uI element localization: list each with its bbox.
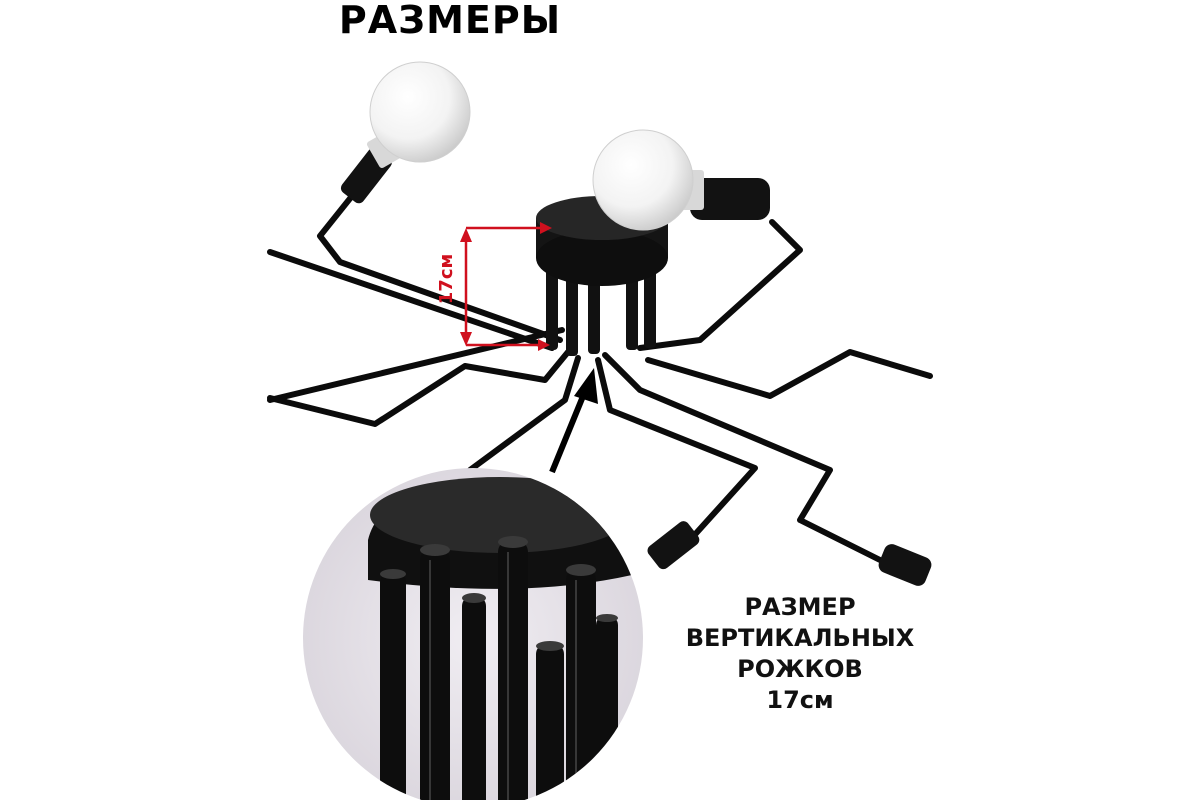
dimension-label: 17см	[436, 253, 457, 305]
bulb-center	[592, 129, 704, 231]
caption-line: 17см	[766, 686, 834, 714]
dimension-marker	[460, 222, 552, 351]
pointer-arrow	[549, 368, 598, 474]
chandelier-arms	[267, 193, 933, 563]
caption-block: РАЗМЕР ВЕРТИКАЛЬНЫХ РОЖКОВ 17см	[660, 592, 940, 716]
zoom-detail-circle	[303, 468, 643, 800]
bulb-left	[366, 61, 471, 169]
light-bulbs	[366, 61, 704, 231]
caption-line: РОЖКОВ	[737, 655, 863, 683]
caption-line: ВЕРТИКАЛЬНЫХ	[685, 624, 915, 652]
page-title: РАЗМЕРЫ	[338, 0, 562, 42]
caption-line: РАЗМЕР	[744, 593, 856, 621]
